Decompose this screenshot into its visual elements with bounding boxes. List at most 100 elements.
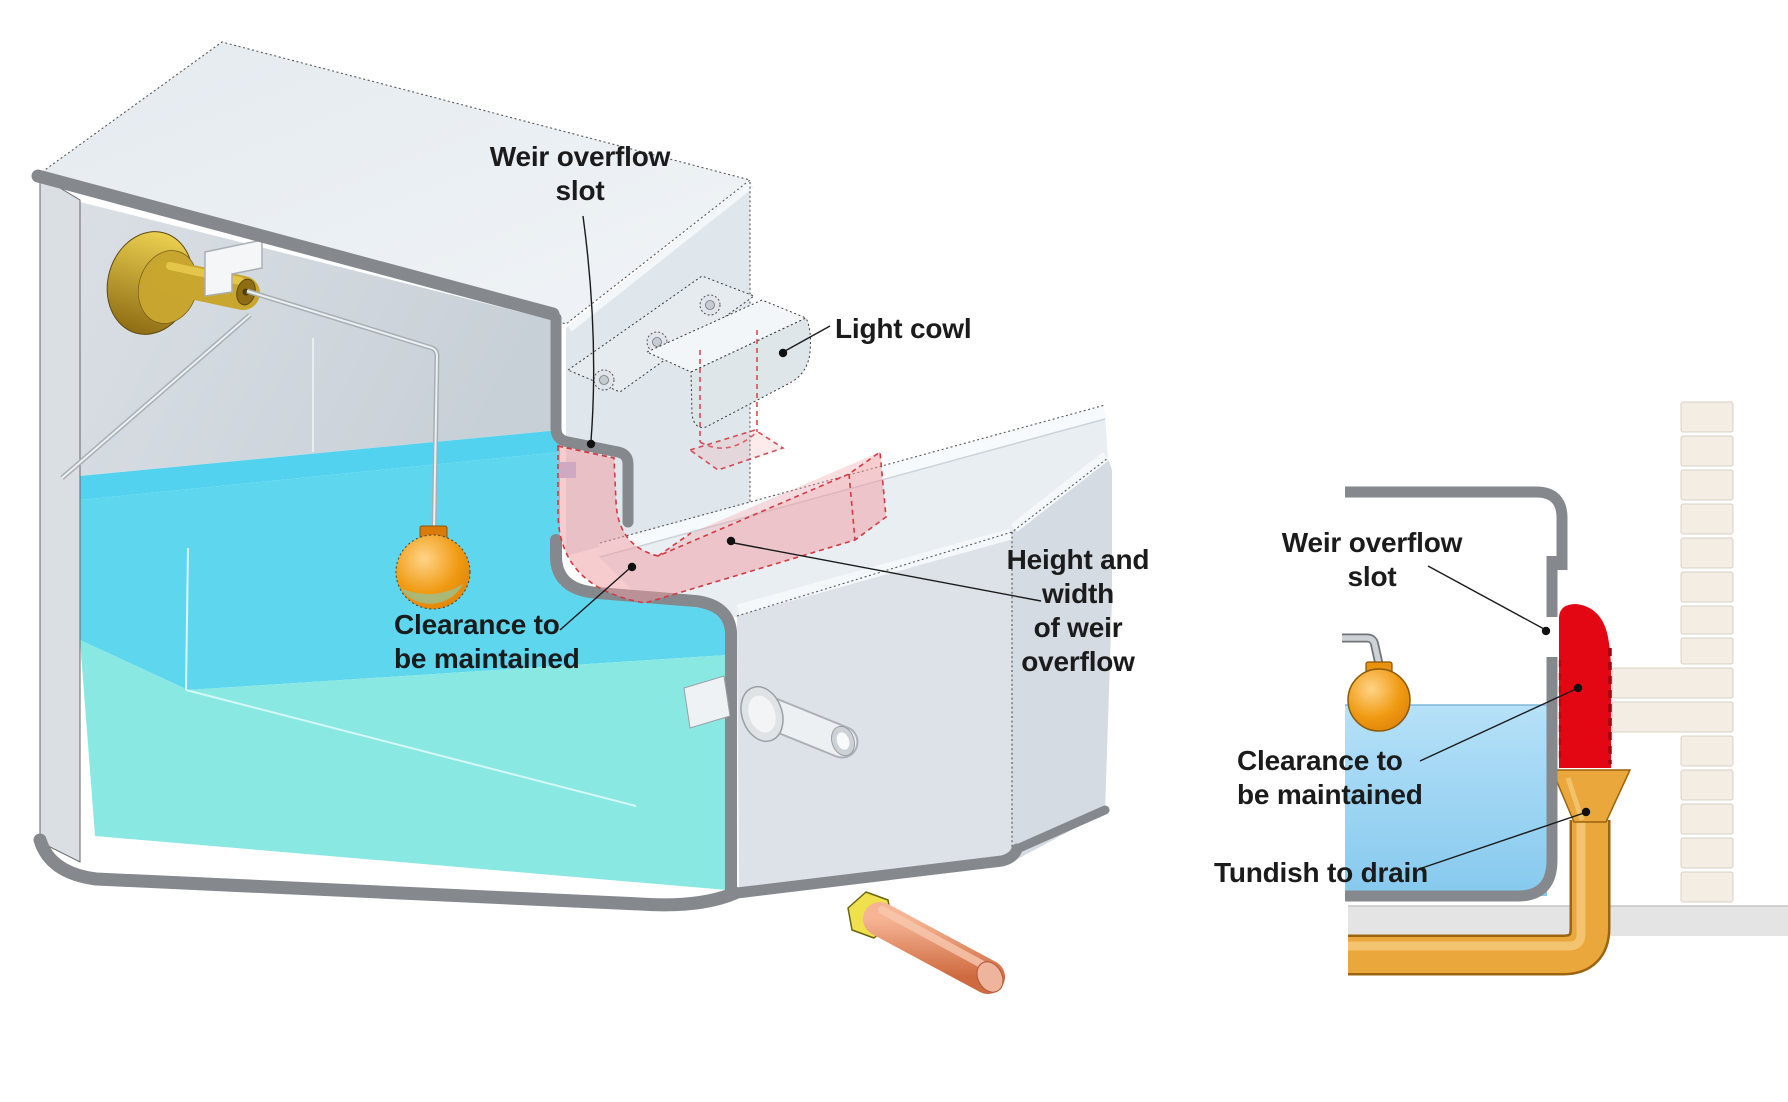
tundish-drain <box>1348 769 1632 976</box>
duct-top-face <box>658 452 880 556</box>
leader-dot <box>586 439 596 449</box>
brick-wall <box>1611 401 1734 903</box>
leader-dot <box>1573 683 1583 693</box>
section-cistern <box>1345 486 1568 902</box>
outlet-end-bore <box>836 732 850 750</box>
lower-tank-right-lid-band <box>1010 452 1110 532</box>
leader-light-cowl <box>784 325 831 352</box>
hidden-duct-footprint <box>688 429 785 471</box>
right-face-chamfer <box>568 182 754 332</box>
float-arm <box>60 288 440 531</box>
brick <box>1680 769 1734 801</box>
light-cowl <box>645 299 811 428</box>
brick <box>1680 605 1734 635</box>
cowl-top-face <box>645 299 808 373</box>
left-wall-strip <box>39 175 81 863</box>
tall-tank-interior <box>39 175 727 890</box>
mounting-plate <box>567 275 755 393</box>
screw-icon <box>593 369 615 391</box>
leader-tundish <box>1418 812 1585 870</box>
leader-dot <box>778 348 788 358</box>
floor <box>1348 905 1788 936</box>
cistern-wall-below-slot <box>1345 657 1558 902</box>
lower-tank-bottom-right-edge <box>1012 805 1110 854</box>
water-seam-diagonal <box>185 689 637 807</box>
floor-slab <box>1348 906 1788 936</box>
leader-lines <box>559 215 1591 870</box>
float-arm-2d <box>1342 635 1382 665</box>
water-face-lower <box>80 640 727 890</box>
leader-weir-dimensions <box>733 542 1042 602</box>
lower-tank-front-lid-band <box>736 528 1013 616</box>
overflow-stream <box>1558 604 1612 768</box>
cistern-lid <box>1345 486 1568 570</box>
brick <box>1680 503 1734 535</box>
drain-pipe-highlight <box>878 906 989 970</box>
water-body-2d <box>1345 705 1547 896</box>
outlet-pipe-inner-stub <box>683 675 731 729</box>
duct-end-edge <box>848 473 856 541</box>
label-light-cowl: Light cowl <box>835 313 972 344</box>
label-weir-overflow-slot-left: Weir overflow slot <box>489 141 671 206</box>
overflow-red-pipe <box>1559 604 1611 768</box>
duct-slot-top-edge <box>557 445 615 459</box>
tall-tank-bottom-edge <box>33 833 742 912</box>
brick-protruding <box>1611 667 1734 699</box>
leader-weir-slot-right <box>1427 565 1545 630</box>
top-cut-edge <box>31 169 560 321</box>
outlet-pipe <box>683 675 859 759</box>
hidden-duct-arc <box>699 431 758 449</box>
label-weir-overflow-slot-right: Weir overflow slot <box>1281 527 1463 592</box>
brick <box>1680 735 1734 767</box>
leader-dot <box>1541 626 1551 636</box>
duct-inner-edge <box>657 532 692 557</box>
leader-clearance-left <box>559 567 631 631</box>
brick <box>1680 537 1734 569</box>
tall-tank-top-face <box>42 42 750 324</box>
label-clearance-left: Clearance to be maintained <box>394 609 580 674</box>
section-float <box>1342 633 1411 732</box>
lower-tank-edge-outline <box>736 457 1109 617</box>
tundish-funnel <box>1550 769 1632 823</box>
float-valve <box>106 231 263 335</box>
section-water <box>1345 704 1547 896</box>
brick <box>1680 469 1734 501</box>
leader-clearance-right <box>1419 688 1577 762</box>
float-outline <box>395 534 471 610</box>
duct-body <box>558 446 886 603</box>
label-clearance-right: Clearance to be maintained <box>1237 745 1423 810</box>
water-surface <box>80 430 560 500</box>
water-seam-vertical <box>185 547 189 691</box>
label-tundish-to-drain: Tundish to drain <box>1214 857 1429 888</box>
float-ball <box>395 525 471 610</box>
brick <box>1680 571 1734 603</box>
drain-pipe <box>863 902 1005 994</box>
screw-icon <box>699 294 721 316</box>
float-ball-2d <box>1347 668 1411 732</box>
float-arm-brace-hl <box>61 314 251 479</box>
drain-pipe-body <box>1348 820 1608 973</box>
brick <box>1680 401 1734 433</box>
leader-weir-slot-left <box>582 215 595 442</box>
brick <box>1680 435 1734 467</box>
brick-protruding <box>1611 701 1734 733</box>
step-edge <box>550 534 737 897</box>
cowl-front-face <box>690 317 811 428</box>
leader-dot <box>726 536 736 546</box>
funnel-highlight <box>1565 777 1585 821</box>
drain-end-cap <box>976 961 1004 993</box>
float-waterline-tint <box>400 584 463 604</box>
leader-dot <box>627 562 637 572</box>
weir-overflow-duct <box>557 445 887 604</box>
drain-fitting <box>847 891 1005 994</box>
brick <box>1680 637 1734 665</box>
lower-tank-right-face <box>1012 458 1112 862</box>
float-arm-rod-hl <box>246 290 439 531</box>
leader-dot <box>1581 807 1591 817</box>
hidden-weir-duct <box>688 330 785 471</box>
brick <box>1680 803 1734 835</box>
brick <box>1680 837 1734 869</box>
brick <box>1680 871 1734 903</box>
